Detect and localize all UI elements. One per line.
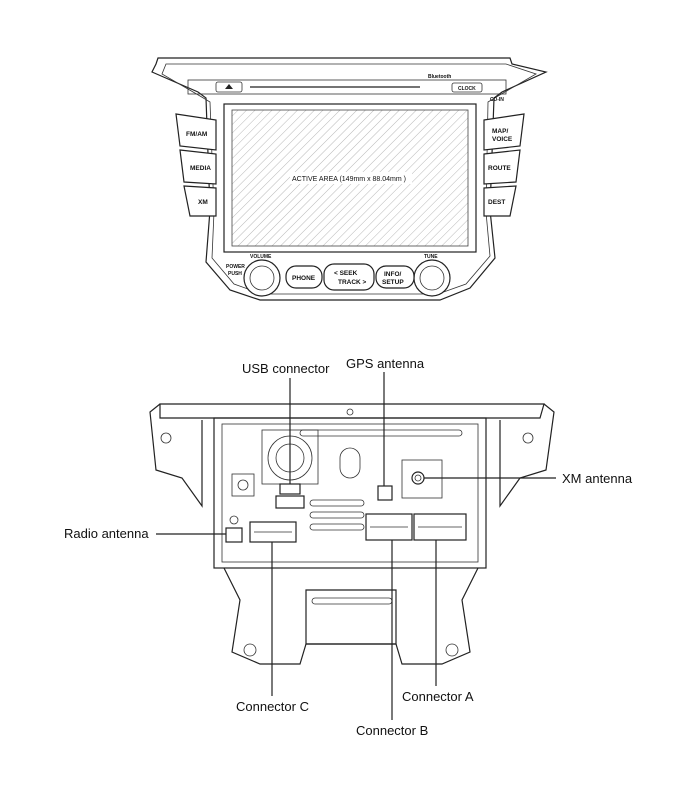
svg-text:SETUP: SETUP — [382, 279, 404, 286]
power-label: POWER — [226, 264, 245, 270]
radio-antenna-label: Radio antenna — [64, 526, 149, 541]
connector-b-label: Connector B — [356, 723, 428, 738]
map-voice-button[interactable] — [483, 113, 525, 151]
xm-connector — [411, 471, 425, 485]
eject-icon — [225, 84, 233, 89]
volume-label: VOLUME — [250, 254, 272, 260]
media-button[interactable] — [179, 149, 217, 185]
chassis — [213, 417, 487, 569]
tune-knob[interactable] — [413, 259, 451, 297]
eject-button[interactable] — [215, 81, 243, 93]
route-button[interactable] — [483, 149, 521, 185]
phone-label: PHONE — [292, 275, 316, 282]
seek-track-button[interactable] — [323, 263, 375, 291]
callouts: USB connector GPS antenna XM antenna Rad… — [64, 356, 633, 738]
gps-connector — [377, 485, 393, 501]
dest-button[interactable] — [483, 185, 517, 217]
phone-button[interactable] — [285, 265, 323, 289]
xm-button[interactable] — [183, 185, 217, 217]
usb-connector-label: USB connector — [242, 361, 330, 376]
rear-view — [149, 403, 555, 665]
volume-knob[interactable] — [243, 259, 281, 297]
tune-label: TUNE — [424, 254, 438, 260]
connector-a-label: Connector A — [402, 689, 474, 704]
media-label: MEDIA — [190, 165, 211, 172]
info-setup-button[interactable] — [375, 265, 415, 289]
dest-label: DEST — [488, 199, 505, 206]
svg-text:PUSH: PUSH — [228, 271, 242, 277]
clock-button[interactable] — [451, 82, 483, 93]
svg-text:TRACK >: TRACK > — [338, 279, 367, 286]
bluetooth-label: Bluetooth — [428, 74, 451, 80]
front-view: Bluetooth CLOCK CD-IN ACTIVE AREA (149mm… — [151, 57, 548, 301]
cd-in-label: CD-IN — [490, 97, 504, 103]
left-button-column: FM/AM MEDIA XM — [175, 113, 217, 217]
connector-c-label: Connector C — [236, 699, 309, 714]
svg-text:VOICE: VOICE — [492, 136, 513, 143]
radio-antenna-port — [225, 527, 243, 543]
seek-label: < SEEK — [334, 270, 358, 277]
clock-label: CLOCK — [458, 86, 476, 92]
info-label: INFO/ — [384, 271, 402, 278]
gps-antenna-label: GPS antenna — [346, 356, 425, 371]
cd-slot-strip — [187, 79, 507, 95]
xm-label: XM — [198, 199, 208, 206]
right-button-column: MAP/ VOICE ROUTE DEST — [483, 113, 525, 217]
fm-am-button[interactable] — [175, 113, 217, 151]
xm-antenna-label: XM antenna — [562, 471, 633, 486]
route-label: ROUTE — [488, 165, 511, 172]
fm-am-label: FM/AM — [186, 131, 207, 138]
front-bezel — [151, 57, 548, 301]
usb-port — [279, 483, 301, 495]
map-voice-label: MAP/ — [492, 128, 508, 135]
active-area-label: ACTIVE AREA (149mm x 88.04mm ) — [292, 176, 406, 183]
